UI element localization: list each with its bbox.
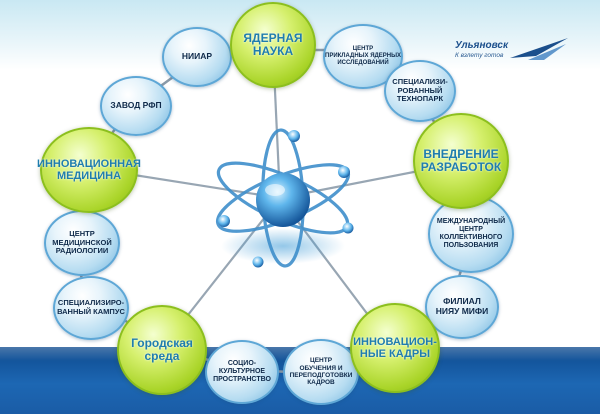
- hub-innovation-personnel: ИННОВАЦИОН- НЫЕ КАДРЫ: [350, 303, 440, 393]
- hub-implementation: ВНЕДРЕНИЕ РАЗРАБОТОК: [413, 113, 509, 209]
- atom-icon: [215, 128, 354, 268]
- node-label: ЦЕНТР ПРИКЛАДНЫХ ЯДЕРНЫХ ИССЛЕДОВАНИЙ: [325, 46, 402, 66]
- node-label: ЗАВОД РФП: [110, 100, 162, 111]
- logo-subtitle: К взлету готов: [455, 52, 504, 59]
- hub-label: ВНЕДРЕНИЕ РАЗРАБОТОК: [420, 146, 502, 174]
- node-label: ЦЕНТР МЕДИЦИНСКОЙ РАДИОЛОГИИ: [52, 229, 112, 256]
- node-rfp-plant: ЗАВОД РФП: [100, 76, 172, 136]
- node-radiology-center: ЦЕНТР МЕДИЦИНСКОЙ РАДИОЛОГИИ: [44, 210, 120, 276]
- node-sociocultural-space: СОЦИО- КУЛЬТУРНОЕ ПРОСТРАНСТВО: [205, 340, 279, 404]
- hub-label: ИННОВАЦИОННАЯ МЕДИЦИНА: [37, 157, 141, 182]
- node-niiar: НИИАР: [162, 27, 232, 87]
- hub-label: ЯДЕРНАЯ НАУКА: [243, 30, 303, 58]
- hub-label: ИННОВАЦИОН- НЫЕ КАДРЫ: [353, 335, 437, 360]
- node-training-center: ЦЕНТР ОБУЧЕНИЯ И ПЕРЕПОДГОТОВКИ КАДРОВ: [283, 339, 359, 405]
- hub-nuclear-science: ЯДЕРНАЯ НАУКА: [230, 2, 316, 88]
- node-label: МЕЖДУНАРОДНЫЙ ЦЕНТР КОЛЛЕКТИВНОГО ПОЛЬЗО…: [436, 217, 506, 250]
- node-campus: СПЕЦИАЛИЗИРО- ВАННЫЙ КАМПУС: [53, 276, 129, 340]
- hub-label: Городская среда: [131, 335, 193, 363]
- node-label: СОЦИО- КУЛЬТУРНОЕ ПРОСТРАНСТВО: [213, 359, 271, 384]
- node-mephi-branch: ФИЛИАЛ НИЯУ МИФИ: [425, 275, 499, 339]
- logo-title: Ульяновск: [455, 40, 509, 51]
- node-label: ЦЕНТР ОБУЧЕНИЯ И ПЕРЕПОДГОТОВКИ КАДРОВ: [289, 357, 353, 387]
- node-tech-park: СПЕЦИАЛИЗИ- РОВАННЫЙ ТЕХНОПАРК: [384, 60, 456, 122]
- node-label: ФИЛИАЛ НИЯУ МИФИ: [435, 296, 489, 316]
- ulyanovsk-logo-icon: [510, 38, 568, 60]
- node-label: СПЕЦИАЛИЗИ- РОВАННЫЙ ТЕХНОПАРК: [392, 77, 448, 104]
- node-label: НИИАР: [181, 51, 213, 62]
- hub-city-environment: Городская среда: [117, 305, 207, 395]
- hub-innovation-medicine: ИННОВАЦИОННАЯ МЕДИЦИНА: [37, 127, 141, 213]
- node-label: СПЕЦИАЛИЗИРО- ВАННЫЙ КАМПУС: [57, 298, 125, 316]
